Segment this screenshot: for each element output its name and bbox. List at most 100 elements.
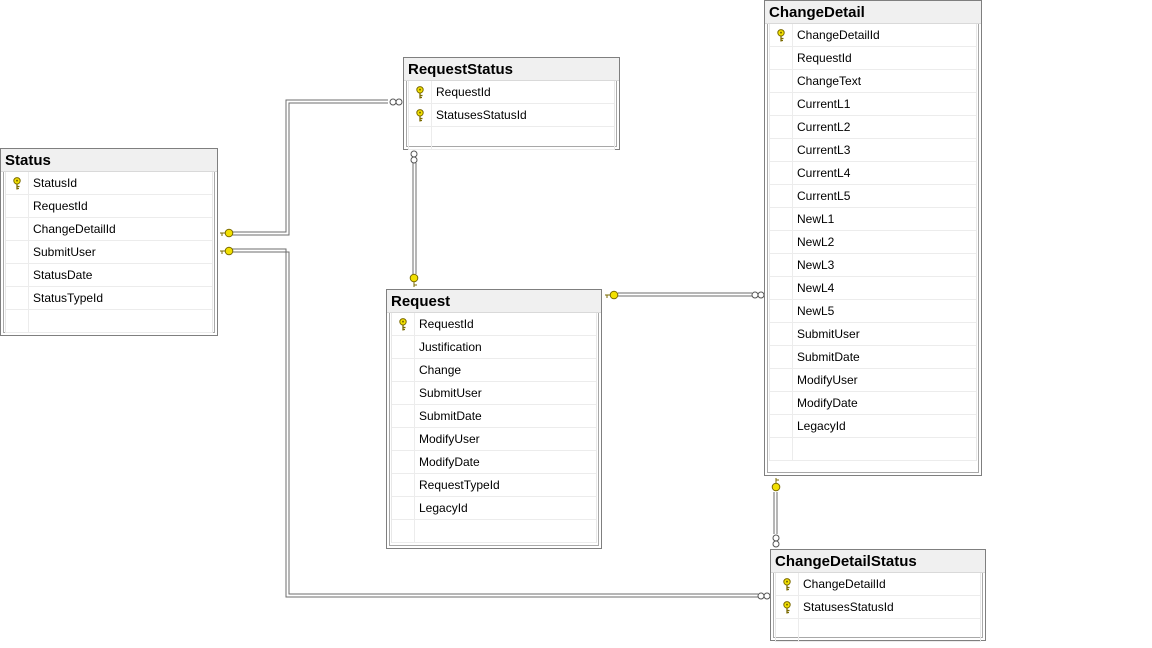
relationship-status-changedetailstatus [232, 248, 758, 598]
column-name: RequestId [33, 199, 88, 213]
column-row[interactable]: RequestTypeId [392, 474, 596, 497]
column-name: ModifyDate [419, 455, 480, 469]
column-row[interactable]: StatusId [6, 172, 212, 195]
key-cell [392, 520, 415, 542]
key-cell [6, 310, 29, 332]
column-row[interactable]: LegacyId [770, 415, 976, 438]
column-name: CurrentL5 [797, 189, 851, 203]
column-name: StatusDate [33, 268, 93, 282]
column-name: SubmitUser [419, 386, 482, 400]
column-name: RequestId [419, 317, 474, 331]
column-row[interactable]: RequestId [392, 313, 596, 336]
column-row[interactable]: StatusesStatusId [776, 596, 980, 619]
table-title[interactable]: RequestStatus [404, 58, 619, 81]
key-cell [770, 277, 793, 299]
column-row[interactable]: StatusesStatusId [409, 104, 614, 127]
column-row[interactable]: ModifyDate [770, 392, 976, 415]
column-row[interactable]: SubmitUser [770, 323, 976, 346]
key-cell [770, 208, 793, 230]
column-row[interactable]: Justification [392, 336, 596, 359]
column-name: ChangeText [797, 74, 862, 88]
key-cell [6, 195, 29, 217]
table-title[interactable]: ChangeDetailStatus [771, 550, 985, 573]
key-icon [409, 104, 432, 126]
column-row[interactable]: NewL5 [770, 300, 976, 323]
column-row[interactable]: RequestId [6, 195, 212, 218]
column-row[interactable]: SubmitDate [392, 405, 596, 428]
column-row[interactable]: StatusTypeId [6, 287, 212, 310]
column-name: NewL1 [797, 212, 835, 226]
column-row[interactable]: ChangeText [770, 70, 976, 93]
column-row[interactable]: ChangeDetailId [776, 573, 980, 596]
key-cell [770, 438, 793, 460]
relationship-request-requeststatus [412, 163, 417, 274]
table-title[interactable]: Status [1, 149, 217, 172]
key-cell [392, 474, 415, 496]
column-name: ModifyUser [419, 432, 480, 446]
column-row[interactable]: Change [392, 359, 596, 382]
key-cell [6, 241, 29, 263]
column-row[interactable]: NewL4 [770, 277, 976, 300]
empty-row[interactable] [776, 619, 980, 642]
table-title[interactable]: Request [387, 290, 601, 313]
key-cell [392, 405, 415, 427]
column-row[interactable]: ModifyUser [392, 428, 596, 451]
key-cell [770, 70, 793, 92]
column-row[interactable]: NewL3 [770, 254, 976, 277]
key-cell [392, 451, 415, 473]
empty-row[interactable] [6, 310, 212, 333]
column-name: LegacyId [797, 419, 846, 433]
column-row[interactable]: ChangeDetailId [770, 24, 976, 47]
empty-row[interactable] [770, 438, 976, 461]
empty-row[interactable] [392, 520, 596, 543]
key-cell [392, 359, 415, 381]
column-name: ModifyUser [797, 373, 858, 387]
column-row[interactable]: CurrentL5 [770, 185, 976, 208]
column-row[interactable]: NewL2 [770, 231, 976, 254]
table-title[interactable]: ChangeDetail [765, 1, 981, 24]
column-name: RequestId [436, 85, 491, 99]
column-row[interactable]: CurrentL1 [770, 93, 976, 116]
key-cell [770, 300, 793, 322]
column-row[interactable]: LegacyId [392, 497, 596, 520]
column-row[interactable]: NewL1 [770, 208, 976, 231]
column-row[interactable]: StatusDate [6, 264, 212, 287]
column-name: SubmitUser [33, 245, 96, 259]
column-row[interactable]: SubmitDate [770, 346, 976, 369]
key-cell [770, 116, 793, 138]
column-name: RequestId [797, 51, 852, 65]
empty-row[interactable] [409, 127, 614, 150]
relationship-request-changedetail [618, 292, 752, 297]
column-row[interactable]: ModifyUser [770, 369, 976, 392]
column-row[interactable]: ModifyDate [392, 451, 596, 474]
column-row[interactable]: CurrentL4 [770, 162, 976, 185]
key-cell [392, 497, 415, 519]
column-name: StatusId [33, 176, 78, 190]
column-row[interactable]: RequestId [409, 81, 614, 104]
column-row[interactable]: ChangeDetailId [6, 218, 212, 241]
key-icon [6, 172, 29, 194]
key-cell [409, 127, 432, 149]
column-row[interactable]: RequestId [770, 47, 976, 70]
column-name: NewL3 [797, 258, 835, 272]
column-name: SubmitDate [797, 350, 860, 364]
column-row[interactable]: SubmitUser [392, 382, 596, 405]
key-cell [6, 264, 29, 286]
column-row[interactable]: CurrentL3 [770, 139, 976, 162]
column-row[interactable]: CurrentL2 [770, 116, 976, 139]
column-row[interactable]: SubmitUser [6, 241, 212, 264]
column-name: SubmitUser [797, 327, 860, 341]
infinity-end-icon [389, 98, 780, 600]
key-cell [392, 428, 415, 450]
column-name: CurrentL3 [797, 143, 851, 157]
key-icon [392, 313, 415, 335]
